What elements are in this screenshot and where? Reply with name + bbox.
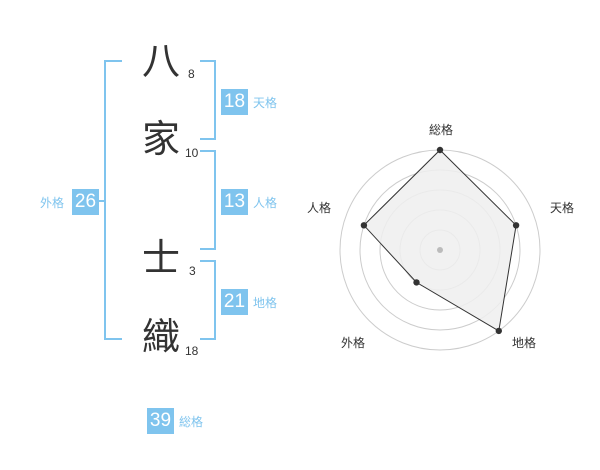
tenkaku-bracket (200, 60, 216, 140)
jinkaku-bracket (200, 150, 216, 250)
chikaku-value: 21 (221, 289, 248, 315)
name-char-2: 家 (142, 117, 181, 161)
radar-axis-label-gaikaku: 外格 (341, 336, 366, 350)
jinkaku-value: 13 (221, 189, 248, 215)
chikaku-label: 地格 (253, 296, 278, 310)
jinkaku-label: 人格 (253, 196, 278, 210)
gaikaku-bracket-tick (98, 200, 106, 202)
tenkaku-value: 18 (221, 89, 248, 115)
soukaku-value: 39 (147, 408, 174, 434)
stroke-count-3: 3 (189, 264, 196, 278)
radar-point-4 (413, 279, 420, 286)
radar-point-3 (495, 327, 502, 335)
name-char-1: 八 (142, 39, 181, 83)
gaikaku-value: 26 (72, 189, 99, 215)
radar-axis-label-chikaku: 地格 (512, 336, 537, 350)
name-char-4: 織 (142, 315, 181, 359)
soukaku-label: 総格 (179, 415, 204, 429)
stroke-count-1: 8 (188, 67, 195, 81)
radar-axis-label-tenkaku: 天格 (550, 201, 575, 215)
chikaku-bracket (200, 260, 216, 340)
stroke-count-2: 10 (185, 146, 199, 160)
radar-axis-label-jinkaku: 人格 (307, 201, 332, 215)
radar-point-1 (436, 146, 444, 154)
radar-point-2 (512, 222, 520, 229)
radar-series-polygon (363, 149, 517, 332)
radar-point-5 (360, 222, 368, 229)
stroke-count-4: 18 (185, 344, 199, 358)
tenkaku-label: 天格 (253, 96, 278, 110)
radar-center-dot (437, 247, 443, 253)
gaikaku-label: 外格 (40, 196, 65, 210)
radar-axis-label-soukaku: 総格 (429, 123, 454, 137)
name-char-3: 士 (142, 236, 181, 280)
